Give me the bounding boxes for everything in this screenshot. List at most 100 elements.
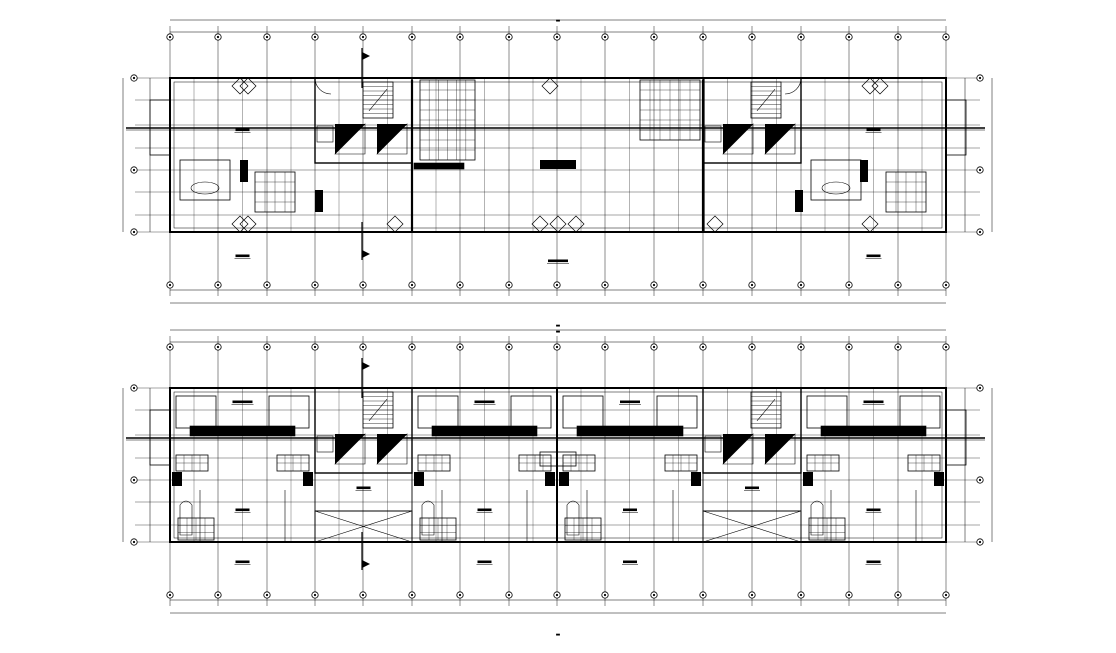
grid-bubble-icon	[701, 283, 705, 287]
room-label	[620, 400, 640, 404]
grid-bubble-icon	[265, 283, 269, 287]
grid-bubble-icon	[458, 345, 462, 349]
grid-bubble-icon	[603, 593, 607, 597]
grid-bubble-icon	[978, 168, 982, 172]
room-label	[474, 400, 495, 404]
room-label	[863, 400, 884, 404]
grid-bubble-icon	[168, 345, 172, 349]
bathtub	[421, 500, 435, 536]
grid-bubble-icon	[166, 591, 174, 599]
bathtub	[810, 500, 824, 536]
overall-dimension-label: ▬	[556, 329, 561, 335]
grid-bubble-icon	[894, 343, 902, 351]
wall	[315, 190, 323, 212]
grid-bubble-icon	[650, 343, 658, 351]
grid-bubble-icon	[847, 283, 851, 287]
grid-bubble-icon	[311, 281, 319, 289]
bathroom-tile-grid	[664, 454, 698, 472]
door-swing-icon	[239, 77, 257, 95]
grid-bubble-icon	[894, 281, 902, 289]
bathroom-tile-grid	[419, 517, 457, 541]
grid-bubble-icon	[410, 283, 414, 287]
grid-bubble-icon	[410, 35, 414, 39]
door-swing-icon	[567, 215, 585, 233]
void-cross-icon	[314, 510, 413, 543]
void-cross-icon	[702, 510, 802, 543]
grid-bubble-icon	[359, 33, 367, 41]
door-swing-icon	[549, 215, 567, 233]
stair-flight-outline	[376, 433, 408, 465]
grid-bubble-icon	[603, 345, 607, 349]
grid-bubble-icon	[748, 343, 756, 351]
grid-bubble-icon	[650, 281, 658, 289]
grid-bubble-icon	[799, 283, 803, 287]
grid-bubble-icon	[896, 345, 900, 349]
bedroom	[417, 395, 459, 429]
grid-bubble-icon	[847, 35, 851, 39]
wall	[172, 472, 182, 486]
room-label	[477, 508, 492, 512]
grid-bubble-icon	[361, 35, 365, 39]
door-swing-icon	[231, 77, 249, 95]
grid-bubble-icon	[410, 345, 414, 349]
bathroom-tile-grid	[562, 454, 596, 472]
grid-bubble-icon	[130, 384, 138, 392]
grid-bubble-icon	[845, 591, 853, 599]
grid-bubble-icon	[130, 74, 138, 82]
grid-bubble-icon	[216, 593, 220, 597]
corridor-wall	[820, 425, 927, 437]
grid-bubble-icon	[555, 35, 559, 39]
lift-shaft	[704, 435, 722, 453]
grid-bubble-icon	[699, 33, 707, 41]
grid-bubble-icon	[313, 593, 317, 597]
bathroom-tile-grid	[806, 454, 840, 472]
wall	[795, 190, 803, 212]
wall	[860, 160, 868, 182]
stair-flight-outline	[722, 123, 754, 155]
grid-bubble-icon	[555, 283, 559, 287]
grid-bubble-icon	[130, 538, 138, 546]
stair-icon	[756, 89, 776, 111]
grid-bubble-icon	[652, 593, 656, 597]
grid-bubble-icon	[797, 343, 805, 351]
grid-bubble-icon	[553, 343, 561, 351]
grid-bubble-icon	[359, 591, 367, 599]
bathtub	[179, 500, 193, 536]
grid-bubble-icon	[553, 281, 561, 289]
grid-bubble-icon	[797, 591, 805, 599]
bathtub	[566, 500, 580, 536]
room-label	[623, 560, 637, 564]
grid-bubble-icon	[166, 33, 174, 41]
grid-bubble-icon	[507, 283, 511, 287]
grid-bubble-icon	[456, 281, 464, 289]
grid-bubble-icon	[507, 345, 511, 349]
grid-bubble-icon	[847, 345, 851, 349]
wall	[803, 472, 813, 486]
grid-bubble-icon	[799, 593, 803, 597]
stair-icon	[750, 81, 782, 119]
void	[702, 510, 802, 543]
central-hall	[411, 77, 705, 233]
grid-bubble-icon	[976, 476, 984, 484]
door-swing-icon	[531, 215, 549, 233]
grid-bubble-icon	[263, 343, 271, 351]
grid-bubble-icon	[942, 33, 950, 41]
bay-projection	[945, 99, 967, 156]
door-swing-icon	[314, 77, 332, 95]
grid-bubble-icon	[456, 591, 464, 599]
grid-bubble-icon	[652, 283, 656, 287]
grid-bubble-icon	[701, 345, 705, 349]
bedroom	[268, 395, 310, 429]
wall	[934, 472, 944, 486]
wall	[691, 472, 701, 486]
grid-bubble-icon	[168, 35, 172, 39]
grid-bubble-icon	[652, 35, 656, 39]
grid-bubble-icon	[978, 230, 982, 234]
bathroom-tile-grid	[639, 79, 701, 141]
lift-shaft	[704, 125, 722, 143]
grid-bubble-icon	[603, 35, 607, 39]
stair-icon	[362, 81, 394, 119]
bay-projection	[149, 99, 171, 156]
grid-bubble-icon	[601, 591, 609, 599]
